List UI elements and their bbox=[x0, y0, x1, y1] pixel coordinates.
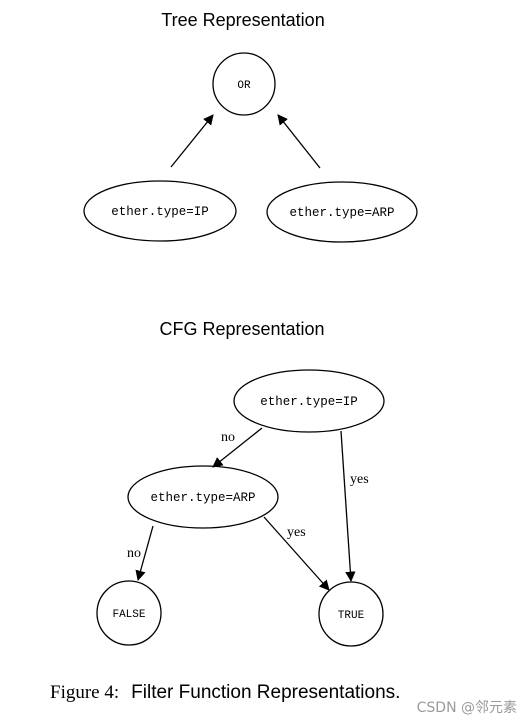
watermark: CSDN @邻元素 bbox=[417, 700, 517, 716]
cfg-node-false: FALSE bbox=[96, 580, 162, 646]
tree-node-ip: ether.type=IP bbox=[83, 180, 237, 242]
figure-caption-number: Figure 4: bbox=[50, 682, 119, 703]
cfg-edge-ip-no-label: no bbox=[221, 430, 235, 445]
tree-node-ip-label: ether.type=IP bbox=[111, 205, 209, 219]
figure-caption: Figure 4: Filter Function Representation… bbox=[50, 682, 400, 703]
cfg-node-true-label: TRUE bbox=[338, 610, 365, 622]
cfg-node-false-label: FALSE bbox=[112, 609, 145, 621]
cfg-edge-ip-no bbox=[212, 427, 263, 468]
cfg-edge-arp-yes-label: yes bbox=[287, 525, 306, 540]
cfg-edge-arp-yes bbox=[263, 516, 330, 591]
tree-node-arp-label: ether.type=ARP bbox=[289, 206, 394, 220]
cfg-edge-arp-no-label: no bbox=[127, 546, 141, 561]
cfg-node-ip-label: ether.type=IP bbox=[260, 395, 358, 409]
cfg-node-arp-label: ether.type=ARP bbox=[150, 491, 255, 505]
cfg-node-arp: ether.type=ARP bbox=[127, 465, 279, 529]
cfg-edge-ip-yes bbox=[340, 430, 356, 583]
tree-node-arp: ether.type=ARP bbox=[266, 181, 418, 243]
tree-section-title: Tree Representation bbox=[161, 10, 324, 30]
tree-node-or-label: OR bbox=[237, 80, 251, 92]
cfg-section-title: CFG Representation bbox=[159, 319, 324, 339]
cfg-edge-ip-yes-label: yes bbox=[350, 472, 369, 487]
figure-caption-text: Filter Function Representations. bbox=[131, 682, 400, 703]
tree-node-or: OR bbox=[212, 52, 276, 116]
tree-edge-arp-to-or bbox=[277, 114, 321, 169]
cfg-node-true: TRUE bbox=[318, 581, 384, 647]
tree-edge-ip-to-or bbox=[170, 114, 214, 168]
cfg-edge-arp-no bbox=[135, 525, 154, 582]
cfg-node-ip: ether.type=IP bbox=[233, 369, 385, 433]
